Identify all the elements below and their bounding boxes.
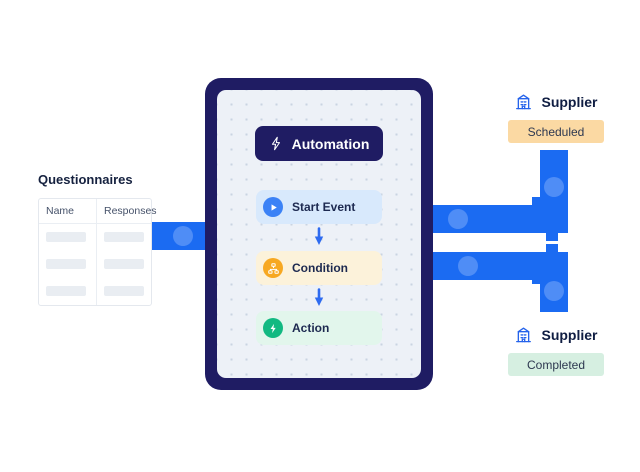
table-row <box>39 224 151 251</box>
placeholder-bar <box>104 232 144 242</box>
step-action: Action <box>256 311 382 345</box>
building-icon <box>516 327 532 343</box>
arrow-down-icon <box>314 288 324 306</box>
placeholder-bar <box>46 232 86 242</box>
table-header-row: Name Responses <box>39 199 157 224</box>
supplier-header: Supplier <box>508 92 604 111</box>
questionnaires-table: Name Responses <box>38 198 157 306</box>
status-badge-completed: Completed <box>508 353 604 376</box>
supplier-scheduled: Supplier Scheduled <box>508 92 604 143</box>
column-header-name: Name <box>46 205 75 217</box>
building-icon <box>516 94 532 110</box>
automation-panel: Automation Start Event <box>205 78 433 390</box>
play-icon <box>263 197 283 217</box>
supplier-label: Supplier <box>541 326 598 343</box>
pipe-node-dots <box>173 177 564 301</box>
column-header-responses: Responses <box>96 199 157 223</box>
automation-panel-inner: Automation Start Event <box>217 90 421 378</box>
placeholder-bar <box>46 259 86 269</box>
automation-badge-label: Automation <box>291 135 370 152</box>
table-row <box>39 251 151 278</box>
supplier-completed: Supplier Completed <box>508 325 604 376</box>
step-condition: Condition <box>256 251 382 285</box>
supplier-label: Supplier <box>541 93 598 110</box>
placeholder-bar <box>104 259 144 269</box>
placeholder-bar <box>104 286 144 296</box>
status-badge-scheduled: Scheduled <box>508 120 604 143</box>
arrow-down-icon <box>314 227 324 245</box>
bolt-icon <box>271 136 280 151</box>
placeholder-bar <box>46 286 86 296</box>
bolt-icon <box>263 318 283 338</box>
questionnaires-title: Questionnaires <box>38 172 133 187</box>
step-label: Start Event <box>292 200 356 214</box>
questionnaires-section: Questionnaires Name Responses <box>38 172 157 306</box>
step-label: Action <box>292 321 330 335</box>
step-start-event: Start Event <box>256 190 382 224</box>
supplier-header: Supplier <box>508 325 604 344</box>
step-label: Condition <box>292 261 348 275</box>
automation-badge: Automation <box>255 126 383 161</box>
branch-icon <box>263 258 283 278</box>
table-row <box>39 278 151 305</box>
